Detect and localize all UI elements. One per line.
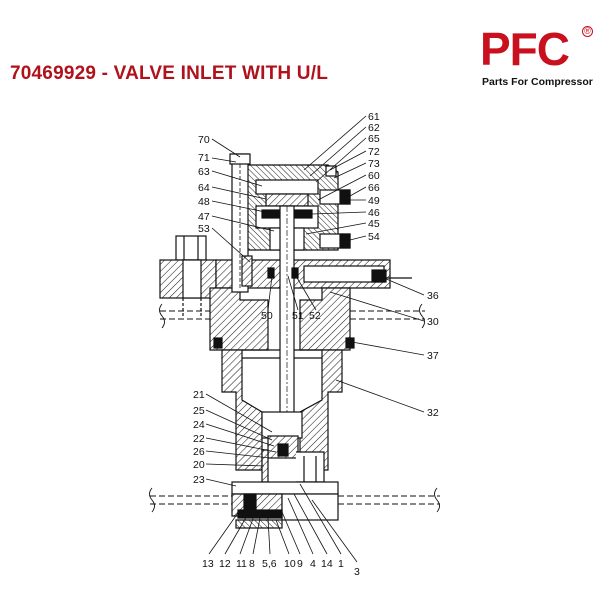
callout-label: 73	[368, 158, 380, 170]
callout-label: 3	[354, 566, 360, 578]
callout-label: 23	[193, 474, 205, 486]
callout-label: 65	[368, 133, 380, 145]
callout-label: 1	[338, 558, 344, 570]
callout-label: 45	[368, 218, 380, 230]
callout-label: 61	[368, 111, 380, 123]
callout-label: 22	[193, 433, 205, 445]
callout-label: 53	[198, 223, 210, 235]
callout-label: 46	[368, 207, 380, 219]
callout-label: 70	[198, 134, 210, 146]
pfc-logo: PFC ® Parts For Compressor	[478, 26, 594, 96]
callout-label: 9	[297, 558, 303, 570]
callout-label: 30	[427, 316, 439, 328]
callout-label: 25	[193, 405, 205, 417]
callout-label: 36	[427, 290, 439, 302]
callout-label: 26	[193, 446, 205, 458]
callout-label: 24	[193, 419, 205, 431]
inner-callouts: 50 51 52	[261, 310, 321, 322]
callout-label: 10	[284, 558, 296, 570]
logo-mark: PFC	[480, 23, 570, 75]
callout-label: 51	[292, 310, 304, 322]
callout-label: 32	[427, 407, 439, 419]
callout-label: 4	[310, 558, 316, 570]
callout-label: 54	[368, 231, 380, 243]
callout-label: 49	[368, 195, 380, 207]
callout-label: 37	[427, 350, 439, 362]
bottom-callouts: 13 12 11 8 5,6 10 9 4 14 1 3	[202, 558, 360, 578]
callout-label: 20	[193, 459, 205, 471]
callout-label: 64	[198, 182, 210, 194]
callout-label: 72	[368, 146, 380, 158]
callout-label: 11	[236, 558, 247, 570]
callout-label: 63	[198, 166, 210, 178]
drawing-body	[149, 153, 440, 529]
page-title: 70469929 - VALVE INLET WITH U/L	[10, 63, 329, 84]
callout-label: 12	[219, 558, 231, 570]
callout-label: 48	[198, 196, 210, 208]
callout-label: 71	[198, 152, 210, 164]
logo-tagline: Parts For Compressor	[482, 76, 593, 88]
callout-label: 50	[261, 310, 273, 322]
reference-lines	[150, 310, 440, 505]
callout-label: 52	[309, 310, 321, 322]
callout-label: 5,6	[262, 558, 277, 570]
callout-label: 21	[193, 389, 205, 401]
left-callouts: 70 71 63 64 48 47 53 21 25 24 22 26 20 2…	[193, 134, 210, 486]
callout-label: 8	[249, 558, 255, 570]
registered-mark: ®	[582, 26, 593, 37]
callout-label: 66	[368, 182, 380, 194]
callout-label: 14	[321, 558, 333, 570]
callout-label: 60	[368, 170, 380, 182]
callout-label: 62	[368, 122, 380, 134]
right-callouts: 61 62 65 72 73 60 66 49 46 45 54 36 30 3…	[368, 111, 439, 419]
callout-label: 13	[202, 558, 214, 570]
leader-lines	[205, 115, 425, 563]
callout-label: 47	[198, 211, 210, 223]
